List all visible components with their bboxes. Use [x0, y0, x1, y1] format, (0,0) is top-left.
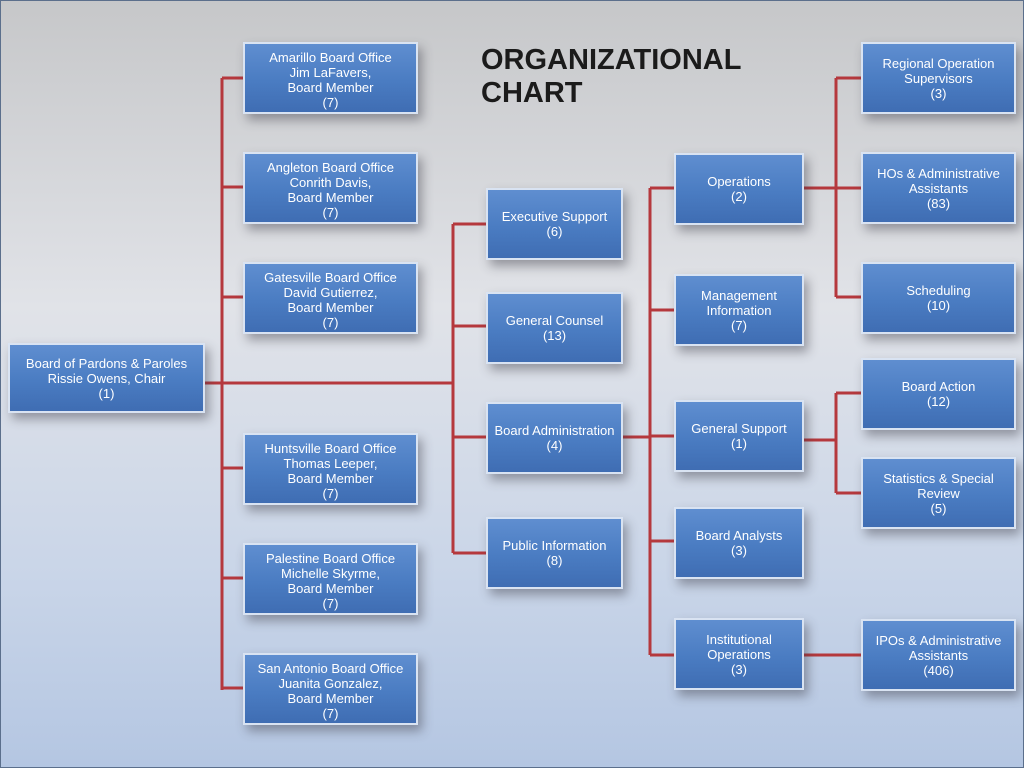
department-name: Executive Support — [501, 209, 608, 224]
office-count: (7) — [322, 95, 339, 110]
admin-unit-node: Board Analysts (3) — [674, 507, 804, 579]
institutional-unit-count: (406) — [923, 663, 954, 678]
department-count: (13) — [542, 328, 567, 343]
support-unit-name-2: Review — [917, 486, 960, 501]
department-name: General Counsel — [505, 313, 604, 328]
operations-unit-name-2: Assistants — [908, 181, 969, 196]
office-member-name: Conrith Davis, — [289, 175, 372, 190]
department-node: Board Administration (4) — [486, 402, 623, 474]
office-node: San Antonio Board Office Juanita Gonzale… — [243, 653, 418, 725]
department-count: (4) — [546, 438, 563, 453]
institutional-unit-name-2: Assistants — [908, 648, 969, 663]
title-line-2: CHART — [481, 77, 583, 109]
office-name: Gatesville Board Office — [264, 270, 397, 285]
support-unit-node: Board Action (12) — [861, 358, 1016, 430]
office-count: (7) — [322, 205, 339, 220]
admin-unit-node: Management Information (7) — [674, 274, 804, 346]
admin-unit-count: (3) — [731, 662, 747, 677]
office-member-name: Thomas Leeper, — [283, 456, 378, 471]
department-count: (8) — [546, 553, 563, 568]
connector-admin — [623, 186, 675, 657]
connector-root-mid — [205, 222, 487, 555]
page-title: ORGANIZATIONAL CHART — [481, 44, 801, 110]
title-line-1: ORGANIZATIONAL — [481, 44, 742, 76]
office-member-name: Michelle Skyrme, — [281, 566, 380, 581]
office-node: Huntsville Board Office Thomas Leeper, B… — [243, 433, 418, 505]
office-count: (7) — [322, 486, 339, 501]
connector-general-support — [804, 391, 862, 495]
support-unit-count: (12) — [926, 394, 951, 409]
admin-unit-name: General Support — [691, 421, 787, 436]
admin-unit-node: Operations (2) — [674, 153, 804, 225]
admin-unit-name: Management — [701, 288, 777, 303]
office-name: Huntsville Board Office — [264, 441, 397, 456]
office-node: Gatesville Board Office David Gutierrez,… — [243, 262, 418, 334]
office-role: Board Member — [287, 190, 374, 205]
institutional-unit-node: IPOs & Administrative Assistants (406) — [861, 619, 1016, 691]
root-count: (1) — [98, 386, 115, 401]
department-node: General Counsel (13) — [486, 292, 623, 364]
office-member-name: David Gutierrez, — [283, 285, 378, 300]
institutional-unit-name: IPOs & Administrative — [875, 633, 1002, 648]
root-chair: Rissie Owens, Chair — [47, 371, 166, 386]
department-name: Board Administration — [494, 423, 615, 438]
root-name: Board of Pardons & Paroles — [25, 356, 188, 371]
admin-unit-name: Institutional — [706, 632, 772, 647]
operations-unit-name: Scheduling — [906, 283, 971, 298]
operations-unit-node: Scheduling (10) — [861, 262, 1016, 334]
office-node: Palestine Board Office Michelle Skyrme, … — [243, 543, 418, 615]
department-node: Public Information (8) — [486, 517, 623, 589]
department-count: (6) — [546, 224, 563, 239]
connector-operations — [804, 76, 862, 299]
admin-unit-node: General Support (1) — [674, 400, 804, 472]
office-name: Angleton Board Office — [267, 160, 394, 175]
office-count: (7) — [322, 596, 339, 611]
root-node: Board of Pardons & Paroles Rissie Owens,… — [8, 343, 205, 413]
office-count: (7) — [322, 706, 339, 721]
office-member-name: Juanita Gonzalez, — [278, 676, 383, 691]
office-name: Palestine Board Office — [265, 551, 396, 566]
operations-unit-name-2: Supervisors — [904, 71, 973, 86]
admin-unit-count: (3) — [731, 543, 747, 558]
support-unit-name: Board Action — [901, 379, 976, 394]
admin-unit-name-2: Information — [706, 303, 772, 318]
support-unit-count: (5) — [930, 501, 947, 516]
operations-unit-count: (10) — [926, 298, 951, 313]
office-role: Board Member — [287, 471, 374, 486]
admin-unit-name-2: Operations — [707, 647, 771, 662]
department-node: Executive Support (6) — [486, 188, 623, 260]
operations-unit-node: HOs & Administrative Assistants (83) — [861, 152, 1016, 224]
admin-unit-count: (2) — [731, 189, 747, 204]
admin-unit-node: Institutional Operations (3) — [674, 618, 804, 690]
admin-unit-name: Operations — [707, 174, 771, 189]
operations-unit-node: Regional Operation Supervisors (3) — [861, 42, 1016, 114]
office-node: Amarillo Board Office Jim LaFavers, Boar… — [243, 42, 418, 114]
operations-unit-count: (3) — [930, 86, 947, 101]
support-unit-name: Statistics & Special — [883, 471, 994, 486]
operations-unit-count: (83) — [926, 196, 951, 211]
office-role: Board Member — [287, 691, 374, 706]
office-name: San Antonio Board Office — [257, 661, 404, 676]
office-node: Angleton Board Office Conrith Davis, Boa… — [243, 152, 418, 224]
office-role: Board Member — [287, 581, 374, 596]
operations-unit-name: Regional Operation — [882, 56, 995, 71]
admin-unit-name: Board Analysts — [695, 528, 783, 543]
department-name: Public Information — [502, 538, 607, 553]
admin-unit-count: (7) — [731, 318, 747, 333]
operations-unit-name: HOs & Administrative — [877, 166, 1000, 181]
office-member-name: Jim LaFavers, — [289, 65, 372, 80]
office-name: Amarillo Board Office — [269, 50, 392, 65]
admin-unit-count: (1) — [731, 436, 747, 451]
office-count: (7) — [322, 315, 339, 330]
support-unit-node: Statistics & Special Review (5) — [861, 457, 1016, 529]
office-role: Board Member — [287, 300, 374, 315]
office-role: Board Member — [287, 80, 374, 95]
